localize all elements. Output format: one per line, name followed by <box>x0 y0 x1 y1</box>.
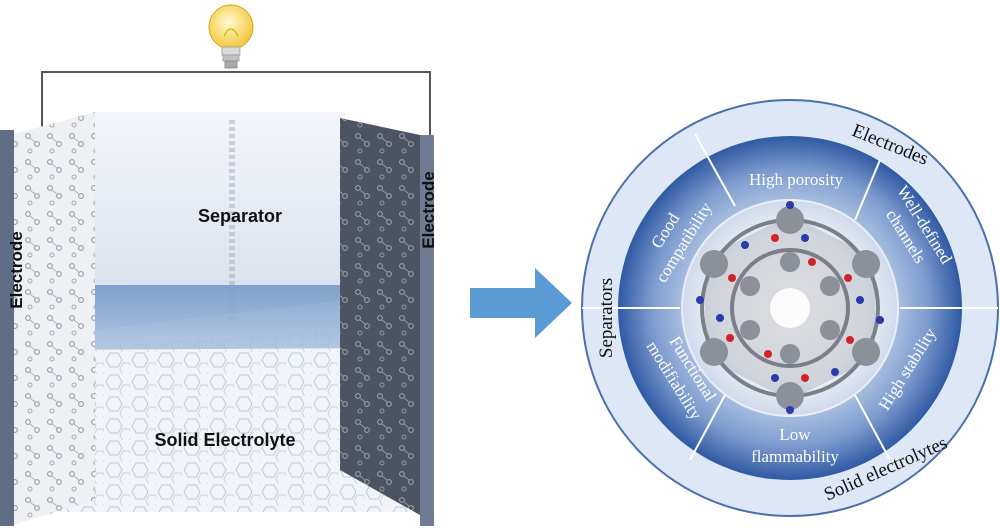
flammability-label: flammability <box>751 447 839 466</box>
separators-label: Separators <box>596 278 617 358</box>
battery-schematic: Electrode Electrode Separator Solid Elec… <box>0 4 438 526</box>
right-arrow-icon <box>470 268 572 338</box>
high-porosity-label: High porosity <box>749 170 843 189</box>
light-bulb-icon <box>208 4 254 69</box>
separator-wall <box>95 112 345 330</box>
cof-structure <box>696 201 884 414</box>
low-label: Low <box>779 425 811 444</box>
properties-wheel: High porosity Well-defined channels Good… <box>581 99 999 517</box>
right-electrode <box>340 118 420 515</box>
separator-plane <box>30 285 420 350</box>
separator-label: Separator <box>198 206 282 226</box>
solid-electrolyte-label: Solid Electrolyte <box>154 430 295 450</box>
left-electrode-label: Electrode <box>7 231 26 308</box>
circuit-wire <box>41 71 431 140</box>
right-electrode-edge <box>420 135 434 526</box>
left-electrode <box>10 112 95 526</box>
right-electrode-label: Electrode <box>419 171 438 248</box>
wheel-dividers <box>582 133 998 461</box>
left-electrode-edge <box>0 130 14 526</box>
